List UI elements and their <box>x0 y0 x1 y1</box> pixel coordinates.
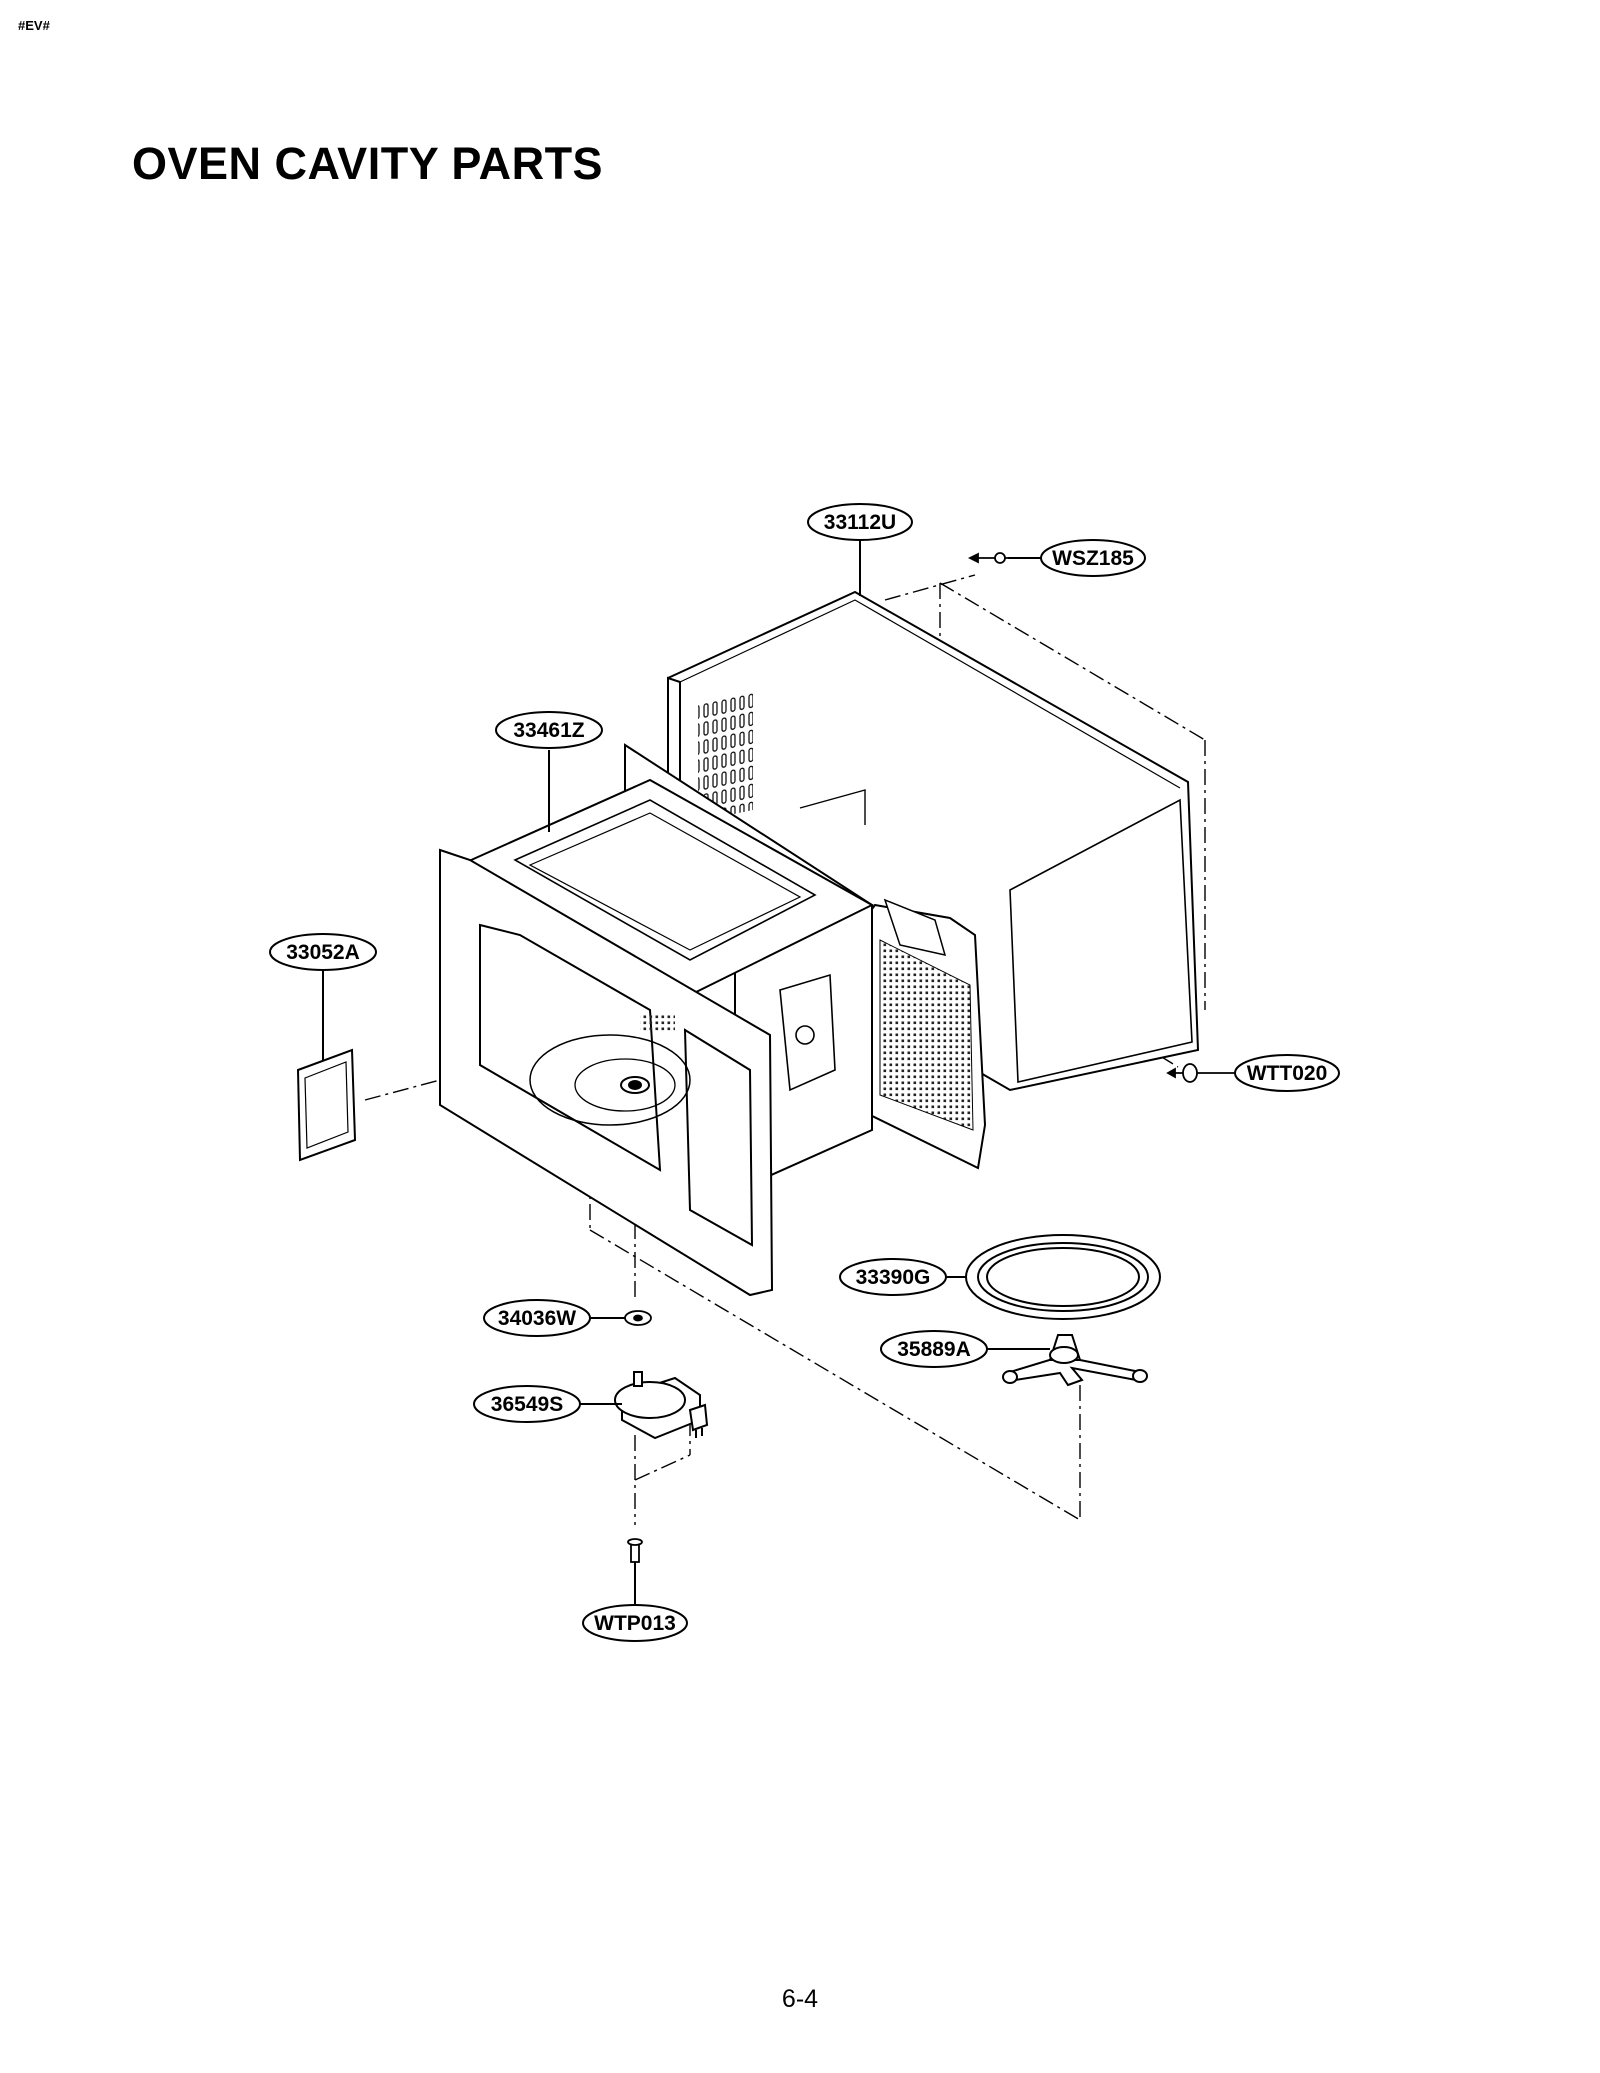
callout-35889A: 35889A <box>880 1330 988 1368</box>
callout-33390G: 33390G <box>839 1258 947 1296</box>
callouts: 33112U WSZ185 33461Z 33052A WTT020 33390… <box>269 503 1340 1642</box>
screw-wsz185 <box>967 552 1008 564</box>
cavity-assembly <box>439 743 875 1297</box>
turntable-tray <box>965 1234 1161 1320</box>
page-title: OVEN CAVITY PARTS <box>132 138 604 189</box>
part-number-label: 33052A <box>286 941 360 964</box>
part-number-label: 33461Z <box>513 719 584 742</box>
part-number-label: 35889A <box>897 1338 971 1361</box>
callout-36549S: 36549S <box>473 1385 581 1423</box>
callout-33461Z: 33461Z <box>495 711 603 749</box>
part-number-label: WTT020 <box>1247 1062 1328 1085</box>
callout-33112U: 33112U <box>807 503 913 541</box>
document-code: #EV# <box>18 18 50 33</box>
part-number-label: WTP013 <box>594 1612 676 1635</box>
callout-WTT020: WTT020 <box>1234 1054 1340 1092</box>
callout-WSZ185: WSZ185 <box>1040 539 1146 577</box>
roller-support <box>1002 1334 1148 1387</box>
leader-lines <box>322 540 1236 1605</box>
part-number-label: 33112U <box>824 511 896 534</box>
coupling <box>624 1310 652 1326</box>
screw-wtt020 <box>1166 1063 1235 1083</box>
page-number: 6-4 <box>781 1985 819 2013</box>
callout-33052A: 33052A <box>269 933 377 971</box>
part-number-label: 36549S <box>491 1393 563 1416</box>
screw-wtp013 <box>627 1538 643 1563</box>
part-number-label: 34036W <box>498 1307 576 1330</box>
part-number-label: 33390G <box>856 1266 931 1289</box>
callout-34036W: 34036W <box>483 1299 591 1337</box>
callout-WTP013: WTP013 <box>582 1604 688 1642</box>
part-number-label: WSZ185 <box>1052 547 1134 570</box>
back-panel <box>846 898 987 1170</box>
cover-plate <box>296 1048 357 1162</box>
turntable-motor <box>614 1371 709 1440</box>
